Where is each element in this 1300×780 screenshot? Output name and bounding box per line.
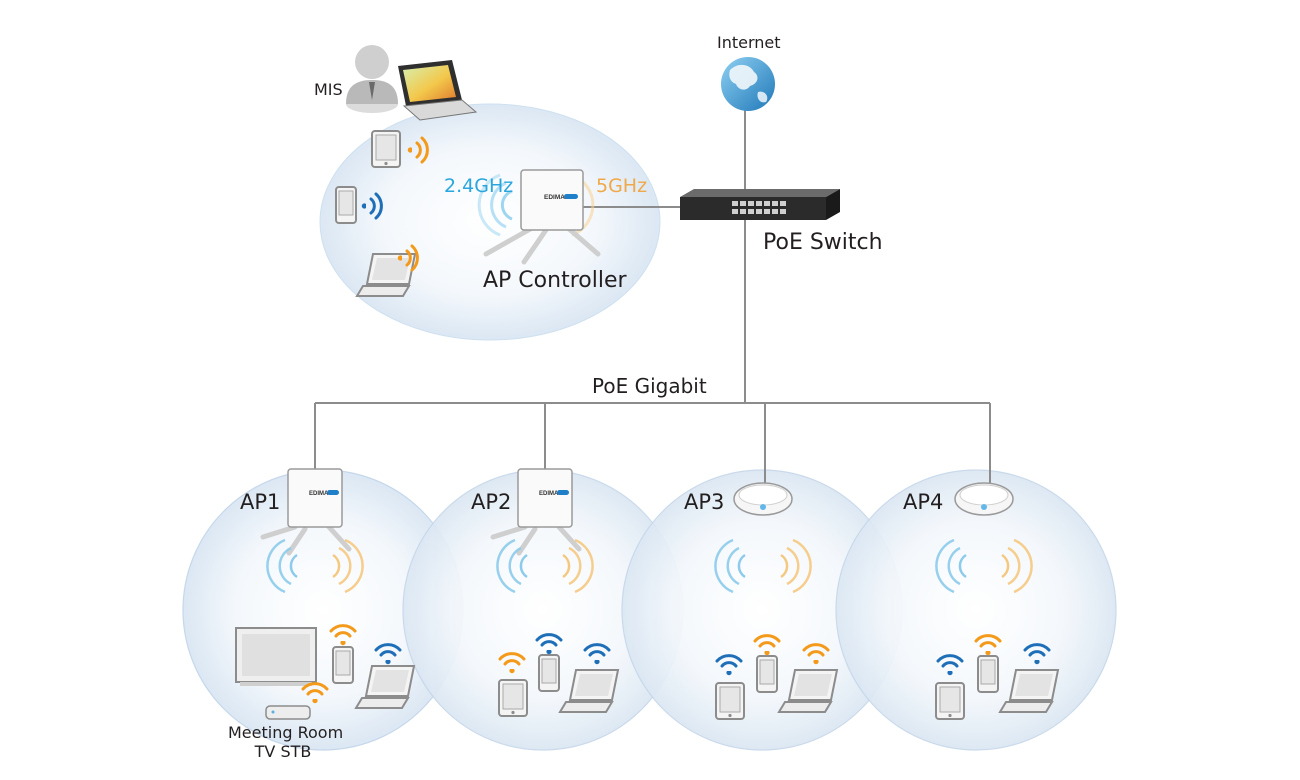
phone-icon bbox=[756, 655, 778, 693]
set-top-box-icon bbox=[265, 705, 311, 720]
network-switch-icon bbox=[680, 189, 840, 220]
tablet-icon bbox=[935, 682, 965, 720]
tv-stb-label: TV STB bbox=[254, 742, 312, 761]
ap4-label: AP4 bbox=[903, 490, 944, 514]
phone-icon bbox=[335, 186, 357, 224]
tablet-icon bbox=[498, 679, 528, 717]
tablet-icon bbox=[715, 682, 745, 720]
ap-controller-label: AP Controller bbox=[483, 268, 627, 293]
meeting-room-label: Meeting Room bbox=[228, 723, 344, 742]
internet-label: Internet bbox=[717, 33, 781, 52]
phone-icon bbox=[332, 646, 354, 684]
ap1-label: AP1 bbox=[240, 490, 281, 514]
freq-5ghz-label: 5GHz bbox=[596, 175, 648, 197]
tablet-icon bbox=[371, 130, 401, 168]
svg-text:EDIMAX: EDIMAX bbox=[544, 194, 570, 201]
tv-icon bbox=[235, 627, 317, 686]
phone-icon bbox=[538, 654, 560, 692]
freq-24ghz-label: 2.4GHz bbox=[444, 175, 514, 197]
cabling bbox=[314, 108, 991, 484]
poe-switch-label: PoE Switch bbox=[763, 230, 883, 255]
user-icon bbox=[346, 45, 398, 113]
outdoor-access-point-icon: EDIMAX bbox=[483, 169, 601, 265]
phone-icon bbox=[977, 655, 999, 693]
ap2-label: AP2 bbox=[471, 490, 512, 514]
mis-laptop-icon bbox=[398, 60, 478, 121]
mis-label: MIS bbox=[314, 80, 343, 99]
ap3-label: AP3 bbox=[684, 490, 725, 514]
globe-icon bbox=[721, 57, 775, 111]
poe-gigabit-label: PoE Gigabit bbox=[592, 374, 707, 398]
